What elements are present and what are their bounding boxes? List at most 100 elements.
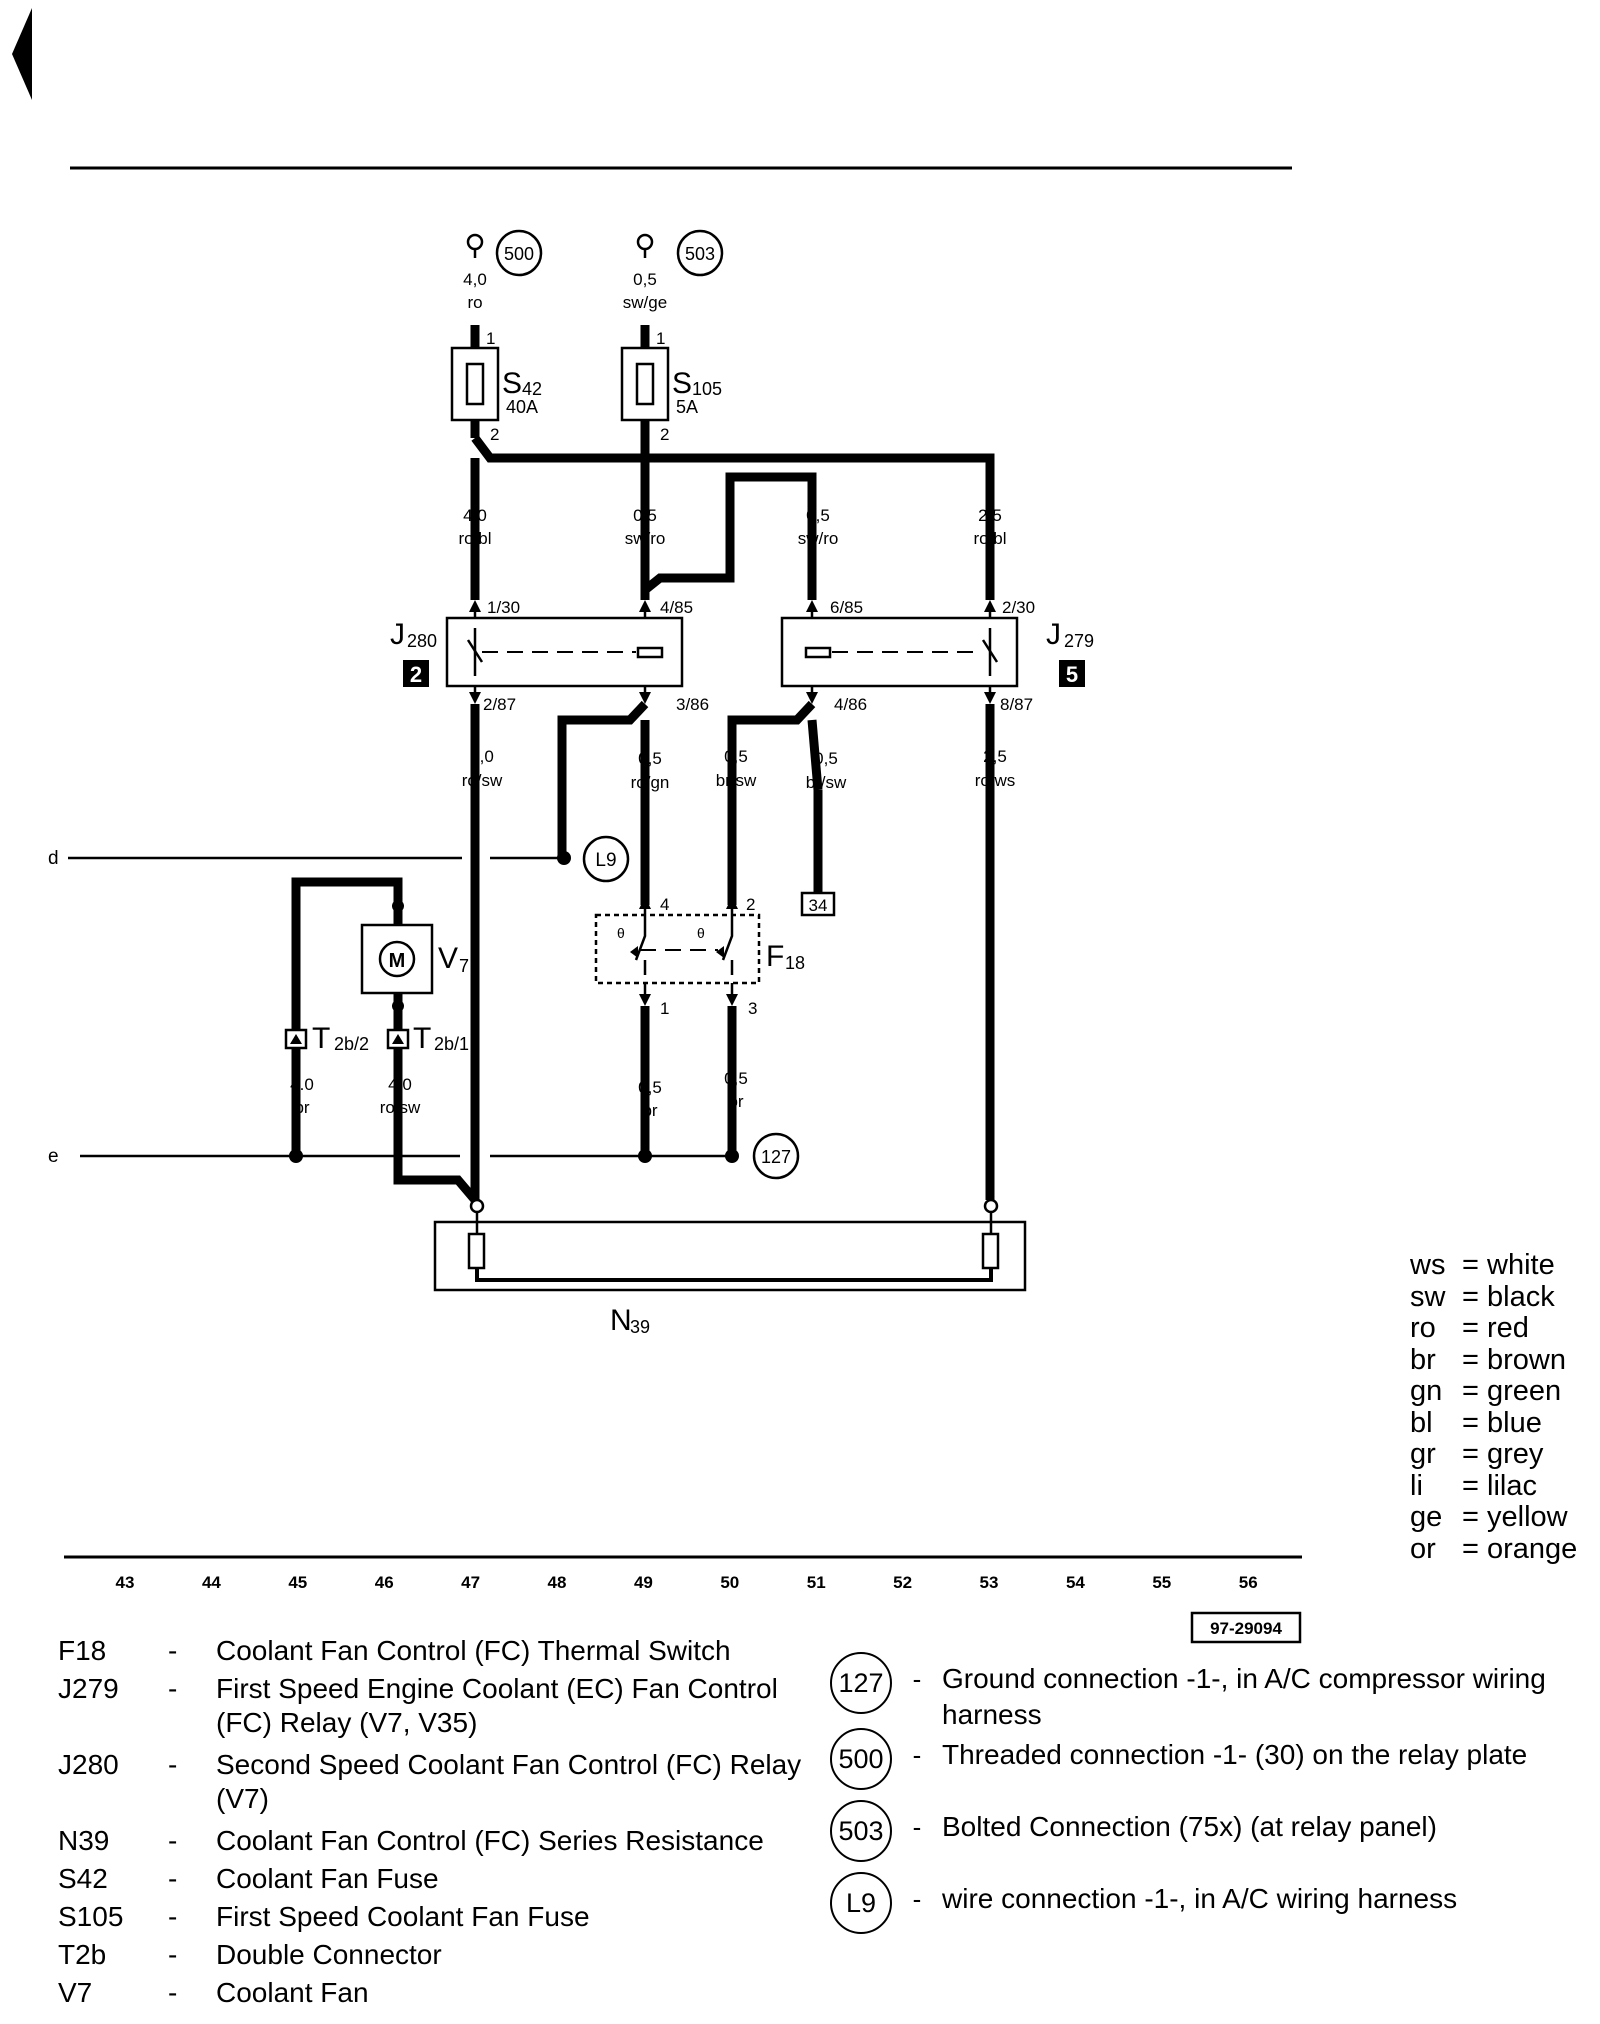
color-key-row: bl= blue: [1410, 1406, 1542, 1439]
svg-text:2: 2: [490, 425, 499, 444]
column-number: 52: [893, 1573, 912, 1592]
svg-text:3: 3: [748, 999, 757, 1018]
badge-2: [403, 660, 429, 687]
legend-row: T2b-Double Connector: [58, 1939, 442, 1970]
svg-text:0,5: 0,5: [724, 1069, 748, 1088]
svg-text:5A: 5A: [676, 397, 698, 417]
svg-text:0,5: 0,5: [814, 749, 838, 768]
svg-text:F: F: [766, 940, 784, 973]
svg-text:1: 1: [660, 999, 669, 1018]
back-arrow-icon[interactable]: [12, 8, 32, 100]
svg-text:4,0: 4,0: [463, 506, 487, 525]
connection-500-icon: 500: [830, 1728, 892, 1790]
relay-j280: 1/30 4/85 2/87 3/86 J 280 2: [390, 598, 709, 714]
column-number: 54: [1066, 1573, 1085, 1592]
connection-127-icon: 127: [830, 1652, 892, 1714]
legend-row: J280-Second Speed Coolant Fan Control (F…: [58, 1749, 802, 1780]
wire-l9: [557, 700, 649, 858]
svg-text:2,5: 2,5: [983, 747, 1007, 766]
color-key-row: br= brown: [1410, 1343, 1566, 1376]
svg-text:J: J: [390, 618, 405, 651]
svg-text:0,5: 0,5: [633, 270, 657, 289]
svg-text:ro/bl: ro/bl: [973, 529, 1006, 548]
svg-text:ro/sw: ro/sw: [380, 1098, 421, 1117]
legend-row: N39-Coolant Fan Control (FC) Series Resi…: [58, 1825, 764, 1856]
svg-text:2b/1: 2b/1: [434, 1034, 469, 1054]
svg-text:39: 39: [630, 1317, 650, 1337]
connection-l9-label: L9: [595, 850, 616, 871]
column-number: 48: [548, 1573, 567, 1592]
svg-text:8/87: 8/87: [1000, 695, 1033, 714]
relay-pin-marks: [469, 600, 996, 704]
svg-text:br/sw: br/sw: [806, 773, 847, 792]
color-key-row: gn= green: [1410, 1375, 1562, 1407]
svg-text:ro/sw: ro/sw: [462, 771, 503, 790]
svg-text:4/85: 4/85: [660, 598, 693, 617]
svg-text:2,5: 2,5: [978, 506, 1002, 525]
badge-5: [1059, 660, 1085, 687]
legend-row: V7-Coolant Fan: [58, 1977, 369, 2008]
svg-text:N: N: [610, 1304, 632, 1337]
color-key-row: li= lilac: [1410, 1469, 1537, 1502]
svg-text:br: br: [728, 1092, 743, 1111]
svg-text:3/86: 3/86: [676, 695, 709, 714]
connection-legend-row: 500 - Threaded connection -1- (30) on th…: [830, 1728, 1592, 1790]
column-number: 49: [634, 1573, 653, 1592]
svg-text:5: 5: [1066, 662, 1078, 687]
svg-text:7: 7: [459, 956, 469, 976]
motor-v7: M V 7: [291, 877, 469, 1160]
connection-127-label: 127: [761, 1147, 791, 1167]
svg-text:M: M: [389, 950, 406, 972]
svg-text:2: 2: [660, 425, 669, 444]
column-number: 50: [720, 1573, 739, 1592]
svg-text:S: S: [672, 367, 692, 400]
color-key-row: or= orange: [1410, 1532, 1578, 1565]
wire-g: [727, 700, 816, 905]
svg-text:2: 2: [746, 895, 755, 914]
svg-text:2b/2: 2b/2: [334, 1034, 369, 1054]
svg-text:4.0: 4.0: [290, 1075, 314, 1094]
switch-f18: θ θ 4 2 1 3 F 18: [594, 895, 805, 1018]
svg-text:θ: θ: [697, 925, 705, 941]
svg-text:4,0: 4,0: [463, 270, 487, 289]
connection-503-icon: 503: [830, 1800, 892, 1862]
svg-text:2/87: 2/87: [483, 695, 516, 714]
svg-text:0,5: 0,5: [806, 506, 830, 525]
column-number: 47: [461, 1573, 480, 1592]
resistor-n39: N 39: [433, 1198, 1027, 1337]
svg-text:ro/bl: ro/bl: [458, 529, 491, 548]
column-number: 46: [375, 1573, 394, 1592]
svg-text:ro: ro: [467, 293, 482, 312]
column-number: 55: [1152, 1573, 1171, 1592]
relay-j279: 6/85 2/30 4/86 8/87 J 279 5: [780, 598, 1094, 714]
svg-text:18: 18: [785, 953, 805, 973]
svg-text:280: 280: [407, 631, 437, 651]
connection-503-label: 503: [685, 244, 715, 264]
svg-text:42: 42: [522, 379, 542, 399]
svg-text:sw/ro: sw/ro: [798, 529, 839, 548]
ref-34-box: [800, 891, 836, 917]
color-key-row: ge= yellow: [1410, 1501, 1568, 1533]
figure-number-box: [1190, 1611, 1302, 1644]
svg-text:0,5: 0,5: [633, 506, 657, 525]
svg-text:J: J: [1046, 618, 1061, 651]
connection-legend-row: L9 - wire connection -1-, in A/C wiring …: [830, 1872, 1592, 1934]
svg-text:sw/ge: sw/ge: [623, 293, 667, 312]
svg-text:sw/ro: sw/ro: [625, 529, 666, 548]
svg-text:S: S: [502, 367, 522, 400]
legend-row: (V7): [216, 1783, 269, 1814]
line-e-label: e: [48, 1146, 59, 1167]
figure-number: 97-29094: [1210, 1619, 1282, 1638]
svg-text:1: 1: [656, 329, 665, 348]
svg-text:T: T: [312, 1022, 330, 1055]
svg-text:4.0: 4.0: [388, 1075, 412, 1094]
column-number: 56: [1239, 1573, 1258, 1592]
column-number: 44: [202, 1573, 221, 1592]
connection-500-label: 500: [504, 244, 534, 264]
svg-text:T: T: [413, 1022, 431, 1055]
svg-text:br: br: [642, 1101, 657, 1120]
legend-row: F18-Coolant Fan Control (FC) Thermal Swi…: [58, 1635, 731, 1666]
svg-text:4/86: 4/86: [834, 695, 867, 714]
